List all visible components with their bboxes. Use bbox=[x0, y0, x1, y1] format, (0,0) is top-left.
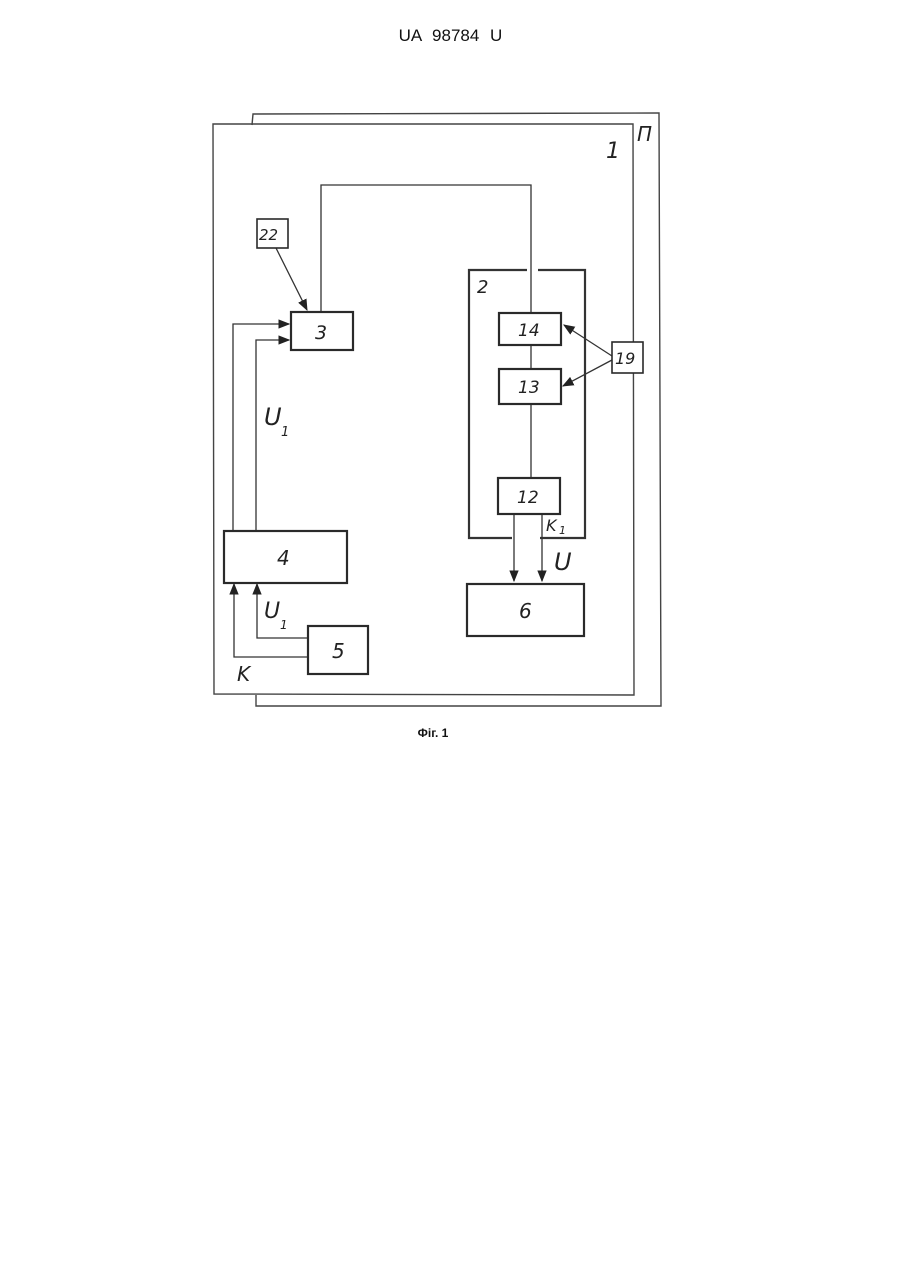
label-block-4: 4 bbox=[277, 546, 290, 570]
label-block-6: 6 bbox=[519, 599, 532, 623]
label-k: K bbox=[237, 662, 252, 686]
label-block-5: 5 bbox=[332, 639, 345, 663]
arrow-22-to-3 bbox=[276, 248, 307, 310]
label-u1-top-sub: 1 bbox=[281, 425, 289, 440]
arrow-19-to-14 bbox=[564, 325, 612, 356]
label-u1-bottom: U bbox=[264, 599, 280, 624]
arrow-19-to-13 bbox=[563, 360, 612, 386]
label-block-2: 2 bbox=[477, 277, 488, 298]
label-block-14: 14 bbox=[518, 321, 540, 341]
label-u1-bottom-sub: 1 bbox=[280, 618, 288, 632]
label-block-1: 1 bbox=[606, 139, 620, 164]
line-3-to-14 bbox=[321, 185, 531, 313]
label-u1-top: U bbox=[264, 403, 282, 431]
label-k1-sub: 1 bbox=[559, 524, 566, 537]
label-block-3: 3 bbox=[315, 322, 327, 344]
label-block-12: 12 bbox=[517, 488, 539, 508]
label-p: П bbox=[637, 122, 652, 146]
label-block-22: 22 bbox=[259, 226, 278, 244]
label-u: U bbox=[554, 548, 572, 576]
outer-frame-p bbox=[252, 113, 661, 706]
figure-caption: Фіг. 1 bbox=[0, 726, 866, 740]
label-block-13: 13 bbox=[518, 378, 540, 398]
label-block-19: 19 bbox=[615, 349, 635, 368]
label-k1: K bbox=[546, 516, 558, 535]
